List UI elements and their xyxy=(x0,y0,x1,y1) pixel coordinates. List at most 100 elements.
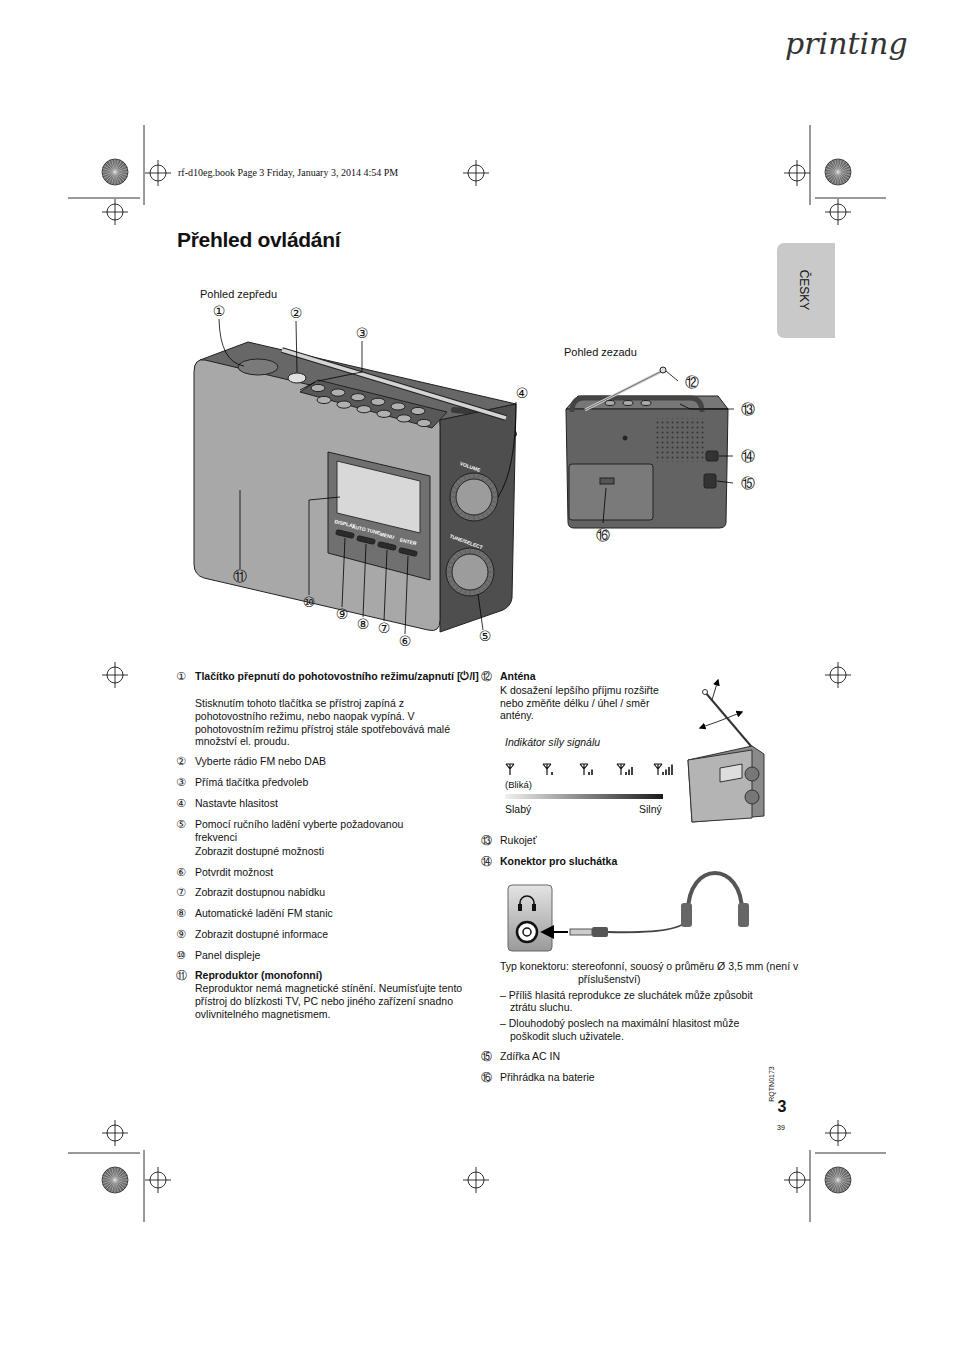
knob-knurl xyxy=(460,551,462,555)
target-cross xyxy=(115,662,116,688)
sunburst-ray xyxy=(115,172,122,183)
callout-number: ⑬ xyxy=(741,401,755,418)
knob-knurl xyxy=(474,591,476,595)
file-info: rf-d10eg.book Page 3 Friday, January 3, … xyxy=(178,167,398,179)
knob-knurl xyxy=(449,562,453,564)
item-text: Nastavte hlasitost xyxy=(195,797,467,810)
list-number: ⑧ xyxy=(176,907,186,920)
connector-spec: Typ konektoru: stereofonní, souosý o prů… xyxy=(500,960,828,986)
knob-knurl xyxy=(464,514,466,518)
knob-knurl xyxy=(448,576,452,578)
list-number: ⑫ xyxy=(481,670,492,683)
item-text: Potvrdit možnost xyxy=(195,866,467,879)
target-cross xyxy=(797,1167,798,1193)
callout-number: ⑫ xyxy=(685,374,699,391)
knob-knurl xyxy=(456,587,458,590)
callout-number: ⑯ xyxy=(596,527,610,544)
knob-knurl xyxy=(468,516,470,520)
radio-front xyxy=(194,342,516,632)
signal-scale: Slabý xyxy=(505,803,531,816)
preset-button xyxy=(311,384,325,391)
warning-note: – Příliš hlasitá reprodukce ze sluchátek… xyxy=(500,989,762,1015)
callout-number: ⑦ xyxy=(378,620,391,637)
callout-number: ② xyxy=(290,305,303,322)
sunburst-ray xyxy=(109,161,116,172)
knob-knurl xyxy=(474,474,475,478)
signal-bar-stroke xyxy=(628,770,630,776)
tab-label: ČESKY xyxy=(797,270,811,311)
knob-knurl xyxy=(448,566,452,568)
knob-knurl xyxy=(460,479,462,482)
knob-knurl xyxy=(478,475,480,479)
view-label: Pohled zepředu xyxy=(200,288,277,301)
sunburst-ray xyxy=(838,1174,849,1181)
callout-number: ⑧ xyxy=(357,616,370,633)
target-cross xyxy=(158,1167,159,1193)
list-number: ⑩ xyxy=(176,949,186,962)
knob-knurl xyxy=(478,516,480,520)
list-number: ⑬ xyxy=(481,834,492,847)
callout-number: ⑩ xyxy=(303,594,316,611)
knob-knurl xyxy=(489,509,492,511)
item-text: Pomocí ručního ladění vyberte požadovano… xyxy=(195,818,445,844)
item-text: Přihrádka na baterie xyxy=(500,1071,750,1084)
item-heading: Reproduktor (monofonní) xyxy=(195,969,467,982)
knob-knurl xyxy=(474,516,475,520)
knob-knurl xyxy=(489,566,493,568)
target-cross xyxy=(158,160,159,186)
preset-button xyxy=(417,419,431,426)
item-text: Přímá tlačítka předvoleb xyxy=(195,776,467,789)
antenna-icon xyxy=(617,764,625,775)
knob-knurl xyxy=(478,589,480,593)
signal-bar-stroke xyxy=(665,770,667,776)
list-number: ⑭ xyxy=(481,855,492,868)
knob-knurl xyxy=(486,479,488,482)
list-number: ① xyxy=(176,670,186,683)
sunburst-ray xyxy=(115,1177,128,1180)
item-text: K dosažení lepšího příjmu rozšiřte nebo … xyxy=(500,684,680,722)
signal-bar-stroke xyxy=(671,765,673,776)
item-heading: Konektor pro sluchátka xyxy=(500,855,750,868)
page-title: Přehled ovládání xyxy=(177,227,340,252)
sunburst-ray xyxy=(115,1174,126,1181)
knob-knurl xyxy=(456,554,458,557)
callout-number: ⑥ xyxy=(399,633,412,650)
preset-button xyxy=(397,415,411,422)
knob-knurl xyxy=(493,501,497,503)
sunburst-ray xyxy=(102,172,115,175)
signal-bar-stroke xyxy=(668,767,670,775)
sunburst-ray xyxy=(104,1180,115,1187)
list-number: ⑥ xyxy=(176,866,186,879)
sunburst-ray xyxy=(112,159,115,172)
sunburst-ray xyxy=(825,172,838,175)
list-number: ② xyxy=(176,755,186,768)
knob-knurl xyxy=(485,584,488,586)
sunburst-ray xyxy=(835,159,838,172)
knob-knurl xyxy=(456,509,459,511)
knob-knurl xyxy=(452,558,455,560)
signal-note: (Bliká) xyxy=(505,779,532,791)
knob-knurl xyxy=(452,491,456,493)
knob-knurl xyxy=(464,550,466,554)
knob-knurl xyxy=(487,580,491,582)
knob-knurl xyxy=(489,576,493,578)
sunburst-ray xyxy=(838,1180,845,1191)
small-radio xyxy=(688,680,764,822)
sunburst xyxy=(102,159,128,185)
signal-heading: Indikátor síly signálu xyxy=(505,736,600,749)
sunburst-ray xyxy=(115,169,128,172)
knob-knurl xyxy=(447,572,451,573)
preset-button xyxy=(411,407,425,414)
sunburst-ray xyxy=(827,1180,838,1187)
knob-knurl xyxy=(464,476,466,480)
knob-knurl xyxy=(470,549,471,553)
item-text: Reproduktor nemá magnetické stínění. Neu… xyxy=(195,982,467,1020)
crop-lines xyxy=(68,125,886,1222)
knob-knurl xyxy=(451,497,455,498)
leader-lines xyxy=(219,319,516,634)
knob-knurl xyxy=(486,512,488,515)
knob-knurl xyxy=(453,505,457,507)
headphone-connection xyxy=(508,873,749,951)
list-number: ⑮ xyxy=(481,1050,492,1063)
